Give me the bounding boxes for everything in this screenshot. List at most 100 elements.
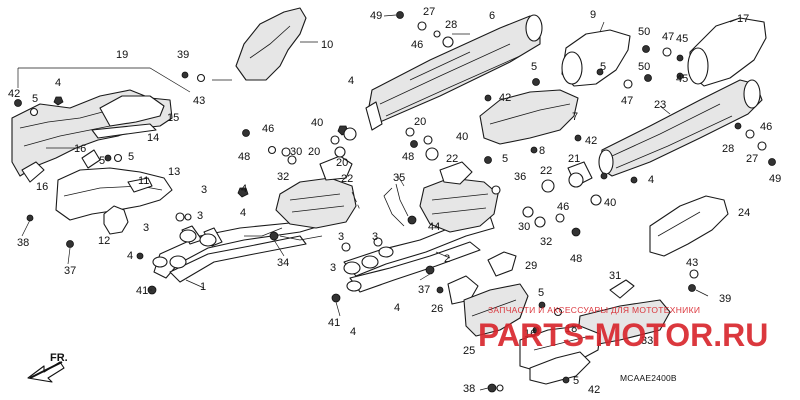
front-direction-indicator: FR. — [27, 352, 68, 383]
callout-28a: 28 — [445, 19, 457, 31]
front-label: FR. — [50, 352, 68, 364]
callout-4c: 4 — [241, 183, 247, 195]
callout-3e: 3 — [372, 231, 378, 243]
heat-shield-10 — [212, 7, 318, 81]
gasket-32-icon — [287, 155, 297, 165]
callout-20c: 20 — [414, 116, 426, 128]
callout-40a: 40 — [311, 117, 323, 129]
callout-47a: 47 — [662, 31, 674, 43]
callout-3d: 3 — [338, 231, 344, 243]
callout-labels: 1 2 3 3 3 3 3 3 4 4 4 4 4 4 4 4 5 5 5 5 … — [8, 6, 781, 396]
bolt-38-icon — [26, 214, 34, 222]
callout-45a: 45 — [676, 33, 688, 45]
callout-28b: 28 — [722, 143, 734, 155]
gasket-22b-icon — [425, 147, 439, 161]
callout-27b: 27 — [746, 153, 758, 165]
fasteners-center — [136, 125, 357, 295]
fasteners-top-right — [396, 11, 684, 89]
washer-20b-icon — [405, 127, 415, 137]
callout-41a: 41 — [136, 285, 148, 297]
clamp-12 — [103, 205, 129, 235]
callout-45b: 45 — [676, 73, 688, 85]
callout-42c: 42 — [585, 135, 597, 147]
callout-6: 6 — [489, 10, 495, 22]
callout-43b: 43 — [686, 257, 698, 269]
fasteners-middle — [331, 127, 581, 393]
gasket-3a-icon — [175, 212, 185, 222]
callout-5b: 5 — [99, 155, 105, 167]
callout-4b: 4 — [348, 75, 354, 87]
bolt-37-icon — [66, 240, 74, 248]
callout-48a: 48 — [238, 151, 250, 163]
callout-36: 36 — [514, 171, 526, 183]
washer-27b-icon — [757, 141, 767, 151]
callout-22b: 22 — [446, 153, 458, 165]
callout-47b: 47 — [621, 95, 633, 107]
bolt-49-icon — [396, 11, 404, 19]
front-arrow-icon — [27, 361, 65, 383]
washer-5b-icon — [113, 153, 123, 163]
callout-16b: 16 — [74, 143, 86, 155]
stay-16 — [21, 161, 45, 183]
bolt-48-icon — [242, 129, 250, 137]
clamp-right-16 — [81, 149, 101, 169]
nut-45-icon — [676, 54, 684, 62]
callout-4g: 4 — [394, 302, 400, 314]
bolt-48b-icon — [410, 140, 418, 148]
bolt-5b-icon — [532, 78, 540, 86]
nut-4-icon — [53, 96, 64, 106]
callout-5e: 5 — [600, 61, 606, 73]
callout-27a: 27 — [423, 6, 435, 18]
callout-5g: 5 — [538, 287, 544, 299]
clamp-21-icon — [568, 172, 584, 188]
muffler-6 — [365, 14, 543, 131]
gasket-30-icon — [281, 147, 291, 157]
callout-10: 10 — [321, 39, 333, 51]
callout-14: 14 — [147, 132, 159, 144]
bolt-16-icon — [532, 326, 540, 334]
callout-39a: 39 — [177, 49, 189, 61]
nut-5-icon — [104, 154, 112, 162]
fasteners-left — [14, 71, 206, 248]
callout-3c: 3 — [143, 222, 149, 234]
lower-heat-guards — [519, 279, 671, 385]
heat-shield-15 — [99, 95, 165, 127]
lower-shields — [436, 251, 529, 337]
callout-4a: 4 — [55, 77, 61, 89]
fasteners-right — [541, 122, 776, 206]
bolt-5d-icon — [538, 301, 546, 309]
callout-33: 33 — [641, 335, 653, 347]
callout-38a: 38 — [17, 237, 29, 249]
gasket-32b-icon — [534, 216, 546, 228]
callout-42d: 42 — [588, 384, 600, 396]
callout-16a: 16 — [36, 181, 48, 193]
callout-30b: 30 — [518, 221, 530, 233]
bolt-42c-icon — [574, 134, 582, 142]
callout-46a: 46 — [262, 123, 274, 135]
gasket-22-icon — [343, 127, 357, 141]
callout-5c: 5 — [128, 151, 134, 163]
callout-30a: 30 — [290, 146, 302, 158]
o2-sensor-34-icon — [269, 231, 279, 241]
callout-48c: 48 — [570, 253, 582, 265]
callout-40b: 40 — [456, 131, 468, 143]
catalytic-converter — [275, 155, 361, 229]
callout-23: 23 — [654, 99, 666, 111]
bolt-39b-icon — [688, 284, 696, 292]
bolt-50b-icon — [644, 74, 652, 82]
callout-3f: 3 — [330, 262, 336, 274]
callout-4d: 4 — [240, 207, 246, 219]
callout-5d: 5 — [531, 61, 537, 73]
gasket-40b-icon — [423, 135, 433, 145]
callout-25: 25 — [463, 345, 475, 357]
callout-21: 21 — [568, 153, 580, 165]
muffler-cover-9 — [561, 21, 631, 87]
callout-29: 29 — [525, 260, 537, 272]
callout-31: 31 — [609, 270, 621, 282]
gasket-28-icon — [442, 36, 454, 48]
callout-5a: 5 — [32, 93, 38, 105]
callout-11: 11 — [138, 175, 149, 187]
bolt-49b-icon — [768, 158, 776, 166]
callout-17: 17 — [737, 13, 749, 25]
